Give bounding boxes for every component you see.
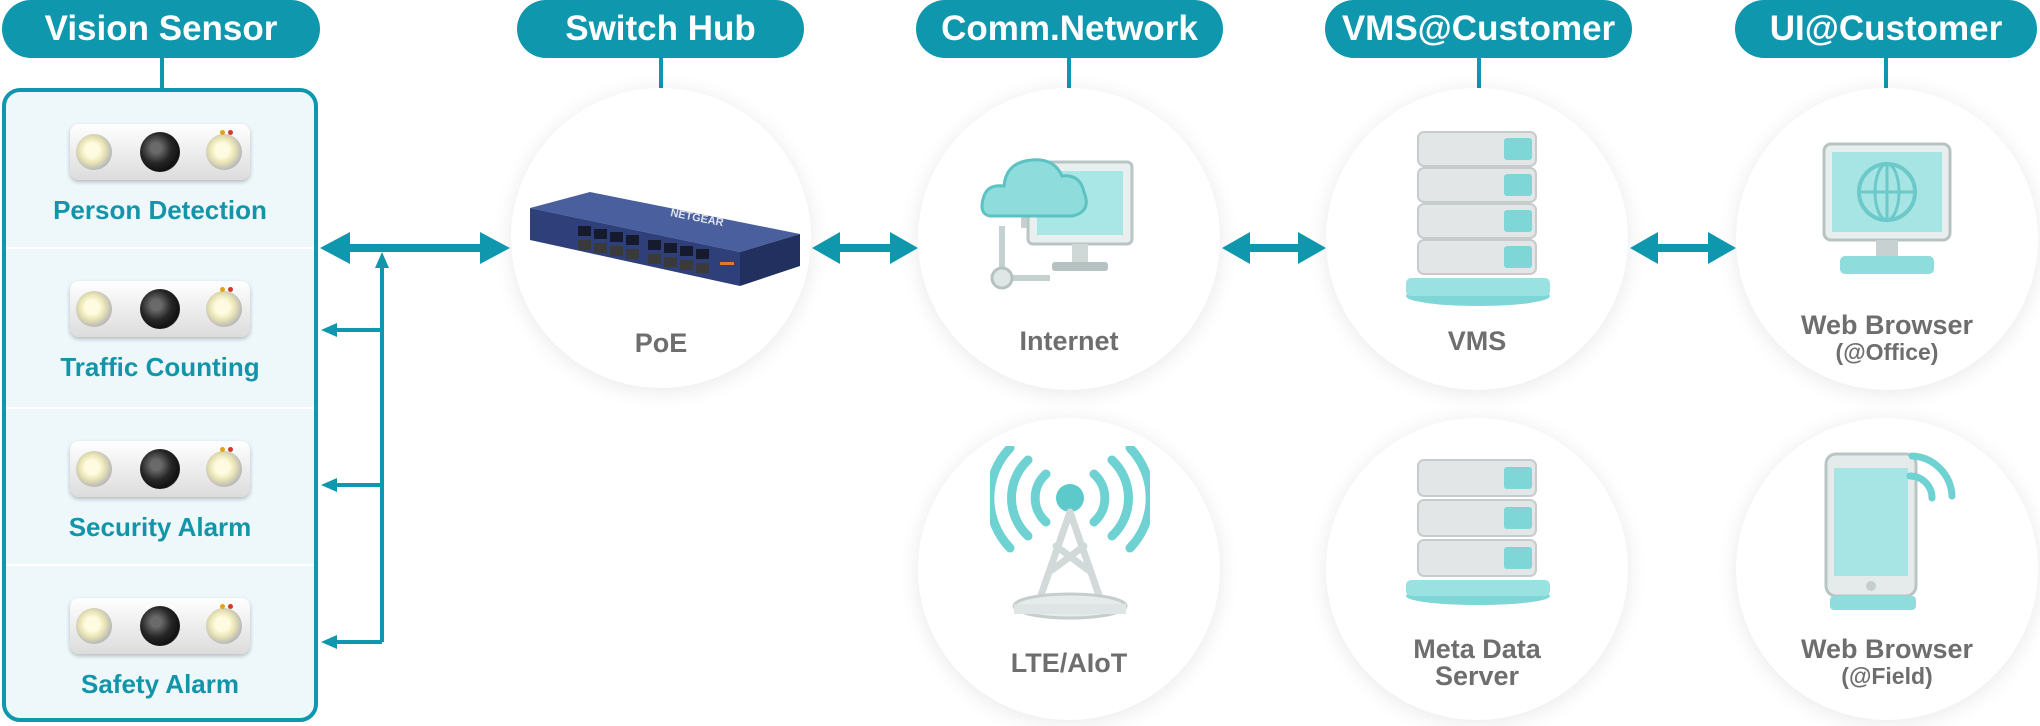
vision-sensor-camera-icon	[70, 281, 250, 337]
node-label-poe: PoE	[634, 328, 688, 358]
node-label-line: Meta Data	[1413, 634, 1541, 664]
header-comm-network: Comm.Network	[916, 0, 1223, 58]
node-lte	[918, 418, 1220, 720]
meta-data-server-icon	[1406, 459, 1550, 605]
node-label-subline: (@Field)	[1841, 663, 1933, 689]
sensor-row-security-alarm: Security Alarm	[6, 407, 314, 566]
header-switch-hub: Switch Hub	[517, 0, 804, 58]
header-stem	[1067, 58, 1071, 88]
arrow-network-to-vms	[1222, 232, 1326, 264]
node-label-internet: Internet	[1019, 326, 1119, 356]
sensor-label: Safety Alarm	[81, 669, 239, 699]
node-label-web-office: Web Browser (@Office)	[1736, 312, 2038, 366]
vision-sensor-camera-icon	[70, 441, 250, 497]
sensor-label: Traffic Counting	[60, 352, 260, 382]
network-switch-icon: NETGEAR	[530, 192, 800, 286]
header-vms-customer: VMS@Customer	[1325, 0, 1632, 58]
node-label-line: Web Browser	[1800, 634, 1974, 664]
header-stem	[1884, 58, 1888, 88]
sensor-label: Security Alarm	[68, 512, 252, 542]
arrow-vms-to-ui	[1630, 232, 1736, 264]
sensor-row-person-detection: Person Detection	[6, 92, 314, 249]
sensor-row-traffic-counting: Traffic Counting	[6, 247, 314, 406]
header-stem	[1477, 58, 1481, 88]
sensor-row-safety-alarm: Safety Alarm	[6, 564, 314, 723]
node-label-vms: VMS	[1447, 326, 1507, 356]
header-stem	[160, 58, 164, 88]
node-label-lte: LTE/AIoT	[1010, 648, 1128, 678]
vision-sensor-camera-icon	[70, 124, 250, 180]
lte-antenna-tower-icon	[990, 446, 1150, 620]
node-label-subline: (@Office)	[1835, 339, 1939, 365]
desktop-monitor-globe-icon	[1822, 142, 1952, 274]
header-stem	[659, 58, 663, 88]
header-ui-customer: UI@Customer	[1735, 0, 2037, 58]
arrow-switch-to-network	[812, 232, 918, 264]
node-label-meta-data-server: Meta Data Server	[1326, 636, 1628, 690]
vms-server-icon	[1406, 131, 1550, 306]
sensor-label: Person Detection	[53, 195, 267, 225]
header-vision-sensor: Vision Sensor	[2, 0, 320, 58]
vision-sensor-camera-icon	[70, 598, 250, 654]
node-label-web-field: Web Browser (@Field)	[1736, 636, 2038, 690]
vision-sensor-panel: Person Detection Traffic Counting Securi…	[2, 88, 318, 722]
node-label-line: Web Browser	[1800, 310, 1974, 340]
node-label-line: Server	[1434, 661, 1520, 691]
arrow-sensors-to-switch	[320, 232, 510, 264]
mobile-tablet-wireless-icon	[1824, 452, 1956, 610]
cloud-internet-icon	[980, 158, 1134, 290]
sensor-bus-arrowheads	[321, 252, 389, 649]
sensor-bus	[336, 262, 384, 644]
